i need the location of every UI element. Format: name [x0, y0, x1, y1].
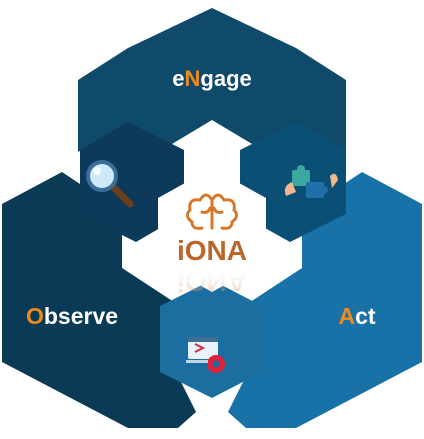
observe-label-accent: O: [26, 303, 44, 329]
brain-icon: [185, 193, 239, 230]
magnifier-icon: [86, 160, 134, 208]
engage-label-initial: e: [172, 66, 184, 91]
engage-label-accent: N: [185, 66, 201, 91]
observe-label-rest: bserve: [44, 303, 118, 329]
engage-segment: [78, 8, 346, 152]
observe-segment: [2, 172, 196, 428]
center-brand-reflection: iONA: [177, 266, 247, 297]
engage-label-rest: gage: [200, 66, 251, 91]
act-label: Act: [338, 303, 375, 329]
center-brand-text: iONA: [177, 235, 247, 266]
engage-label: eNgage: [172, 66, 252, 91]
act-label-accent: A: [338, 303, 355, 329]
act-segment: [228, 172, 422, 428]
puzzle-hands-icon: [284, 165, 338, 198]
center-hex: [158, 168, 266, 292]
browser-gear-icon: [186, 337, 225, 373]
observe-label: Observe: [26, 303, 118, 329]
act-label-rest: ct: [355, 303, 376, 329]
